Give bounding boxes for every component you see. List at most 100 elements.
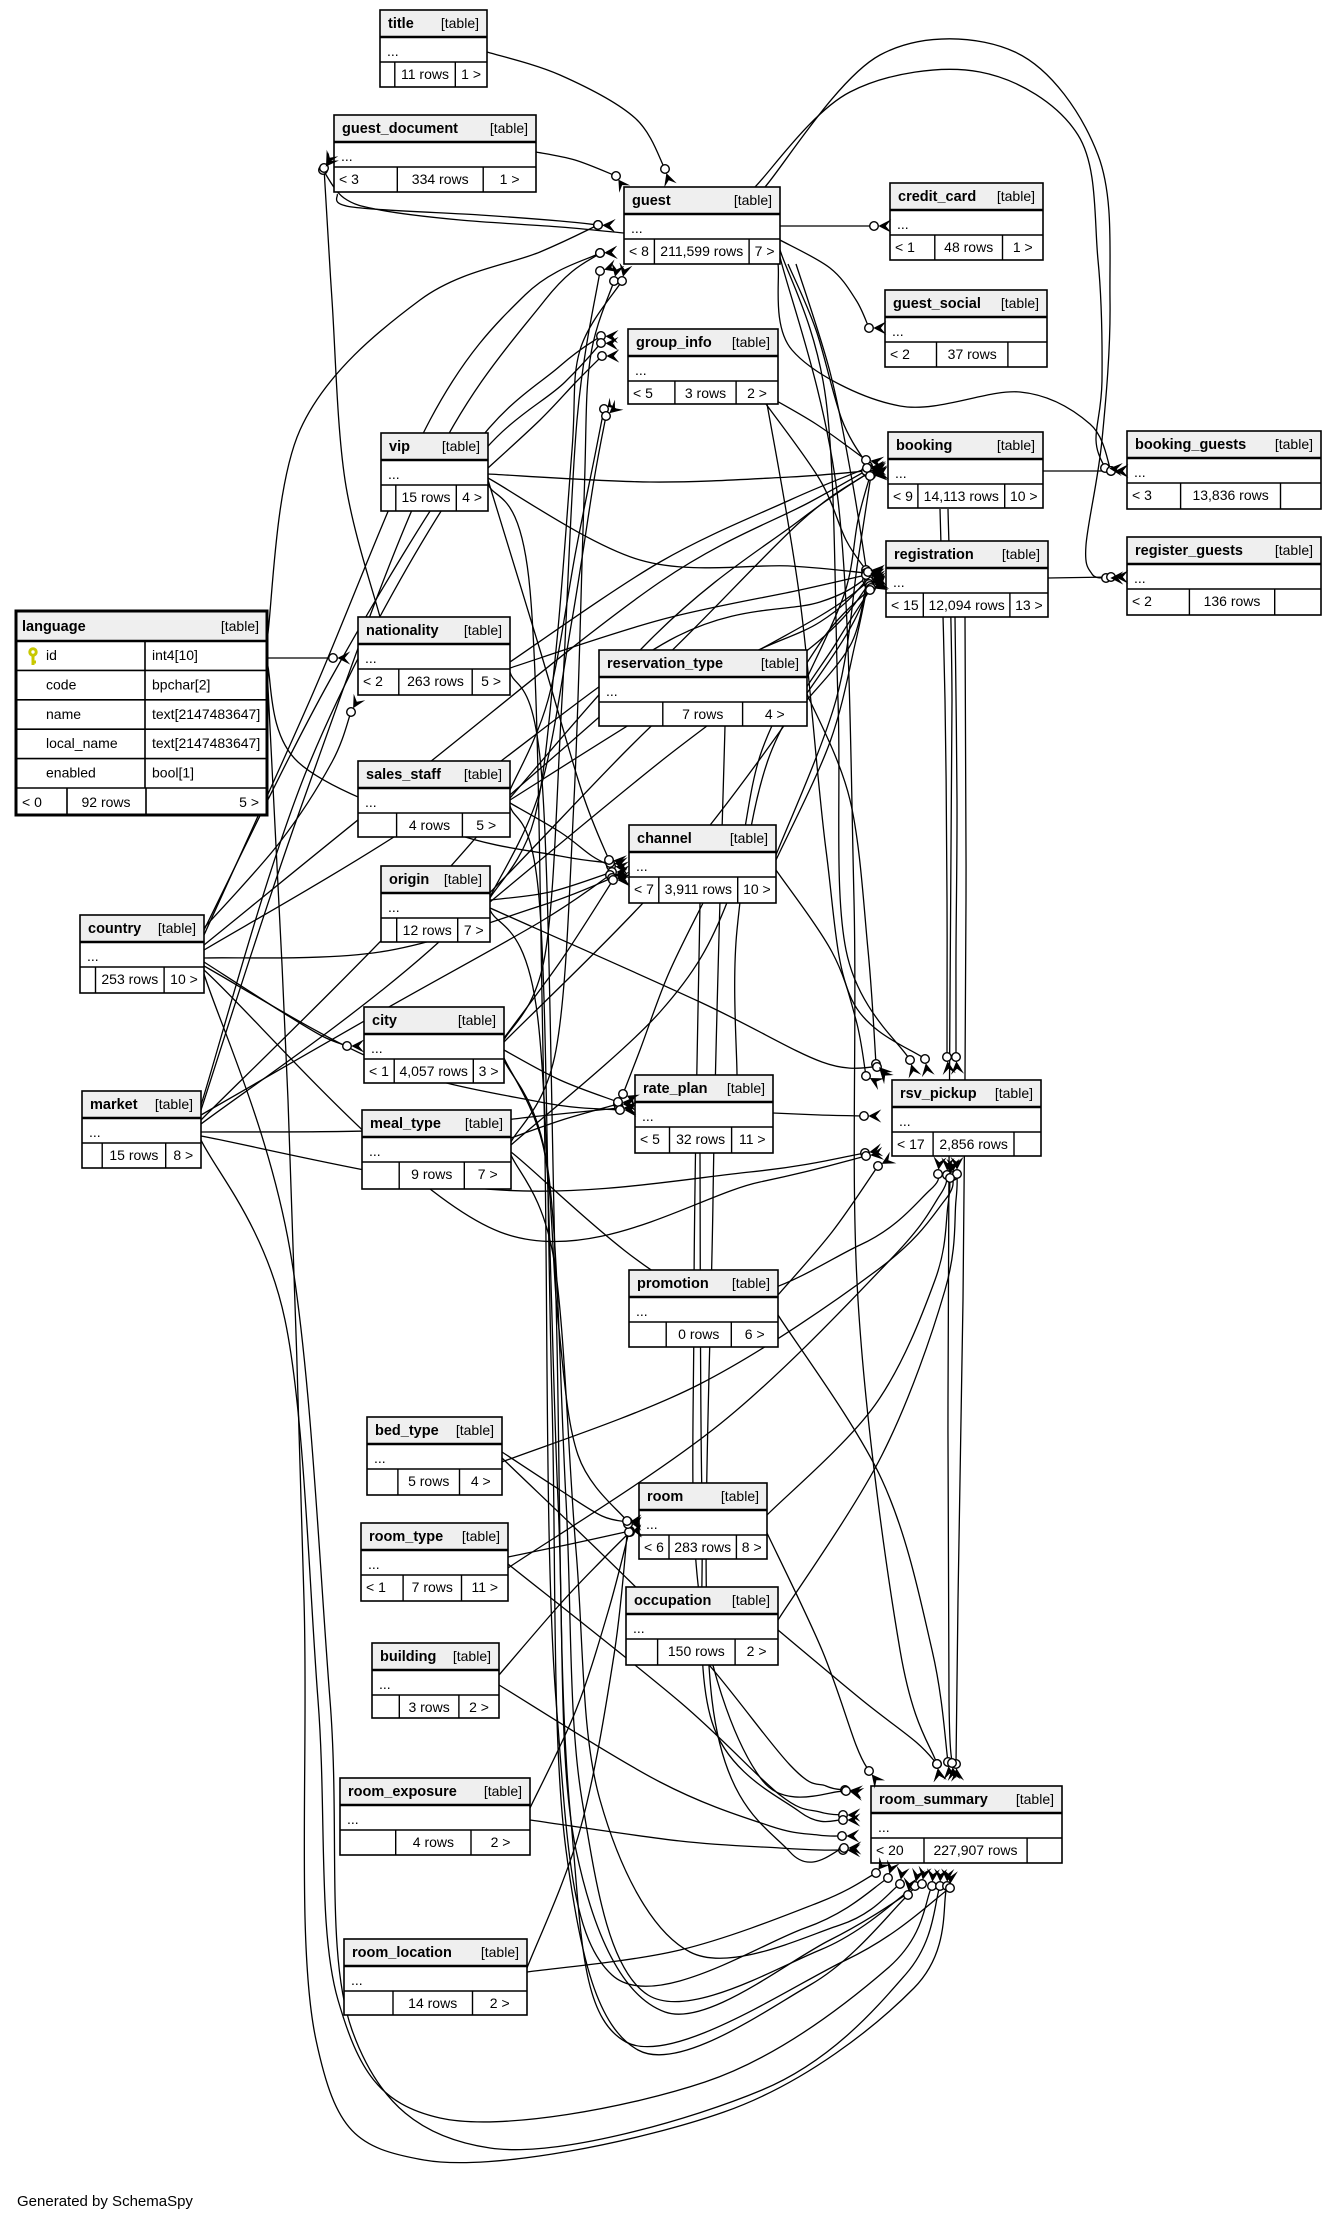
svg-text:12,094 rows: 12,094 rows [928, 597, 1004, 613]
svg-text:...: ... [368, 1556, 380, 1572]
svg-text:...: ... [341, 148, 353, 164]
svg-text:7 rows: 7 rows [412, 1579, 453, 1595]
svg-text:vip: vip [389, 439, 410, 455]
svg-text:[table]: [table] [453, 1648, 491, 1664]
svg-text:283 rows: 283 rows [674, 1539, 731, 1555]
svg-text:< 1: < 1 [366, 1579, 386, 1595]
svg-text:2 >: 2 > [747, 1643, 767, 1659]
svg-text:[table]: [table] [221, 618, 259, 634]
svg-text:guest: guest [632, 193, 671, 209]
svg-text:[table]: [table] [727, 1080, 765, 1096]
svg-text:[table]: [table] [490, 120, 528, 136]
svg-text:37 rows: 37 rows [948, 346, 997, 362]
svg-text:4,057 rows: 4,057 rows [399, 1063, 467, 1079]
svg-text:< 0: < 0 [22, 794, 42, 810]
svg-text:15 rows: 15 rows [109, 1147, 158, 1163]
svg-text:...: ... [87, 948, 99, 964]
svg-text:14 rows: 14 rows [408, 1995, 457, 2011]
svg-text:[table]: [table] [155, 1096, 193, 1112]
svg-text:promotion: promotion [637, 1276, 709, 1292]
svg-text:...: ... [379, 1676, 391, 1692]
svg-text:3 rows: 3 rows [408, 1699, 449, 1715]
svg-text:< 6: < 6 [644, 1539, 664, 1555]
svg-text:< 1: < 1 [369, 1063, 389, 1079]
svg-text:[table]: [table] [997, 188, 1035, 204]
svg-text:room_exposure: room_exposure [348, 1784, 457, 1800]
svg-text:[table]: [table] [158, 920, 196, 936]
svg-text:credit_card: credit_card [898, 189, 976, 205]
svg-text:nationality: nationality [366, 623, 439, 639]
svg-text:bpchar[2]: bpchar[2] [152, 676, 210, 692]
svg-text:...: ... [899, 1113, 911, 1129]
svg-text:...: ... [646, 1516, 658, 1532]
svg-text:< 2: < 2 [363, 673, 383, 689]
svg-text:15 rows: 15 rows [401, 489, 450, 505]
svg-text:guest_social: guest_social [893, 296, 981, 312]
svg-text:market: market [90, 1097, 138, 1113]
svg-text:< 20: < 20 [876, 1842, 904, 1858]
svg-text:title: title [388, 16, 414, 32]
svg-text:10 >: 10 > [743, 881, 771, 897]
svg-text:origin: origin [389, 872, 429, 888]
svg-text:< 15: < 15 [891, 597, 919, 613]
svg-text:7 >: 7 > [755, 243, 775, 259]
svg-text:rsv_pickup: rsv_pickup [900, 1086, 977, 1102]
svg-text:...: ... [374, 1450, 386, 1466]
svg-text:2,856 rows: 2,856 rows [939, 1136, 1007, 1152]
svg-text:...: ... [635, 362, 647, 378]
svg-text:< 9: < 9 [893, 488, 913, 504]
svg-text:< 3: < 3 [1132, 487, 1152, 503]
svg-text:[table]: [table] [484, 1783, 522, 1799]
svg-text:8 >: 8 > [173, 1147, 193, 1163]
svg-text:5 rows: 5 rows [408, 1473, 449, 1489]
svg-text:...: ... [89, 1124, 101, 1140]
svg-text:[table]: [table] [1016, 1791, 1054, 1807]
svg-text:Generated by SchemaSpy: Generated by SchemaSpy [17, 2193, 193, 2210]
svg-text:10 >: 10 > [1010, 488, 1038, 504]
svg-text:...: ... [388, 466, 400, 482]
svg-text:[table]: [table] [997, 437, 1035, 453]
svg-text:[table]: [table] [1002, 546, 1040, 562]
svg-text:[table]: [table] [732, 1592, 770, 1608]
svg-text:[table]: [table] [458, 1012, 496, 1028]
svg-text:4 >: 4 > [462, 489, 482, 505]
svg-text:[table]: [table] [1275, 542, 1313, 558]
svg-text:1 >: 1 > [500, 171, 520, 187]
svg-text:[table]: [table] [441, 15, 479, 31]
svg-text:booking_guests: booking_guests [1135, 437, 1246, 453]
svg-text:int4[10]: int4[10] [152, 647, 198, 663]
svg-text:enabled: enabled [46, 765, 96, 781]
svg-text:12 rows: 12 rows [403, 922, 452, 938]
svg-text:3 >: 3 > [479, 1063, 499, 1079]
svg-text:language: language [22, 619, 86, 635]
svg-text:room_location: room_location [352, 1945, 452, 1961]
svg-text:rate_plan: rate_plan [643, 1081, 707, 1097]
svg-text:registration: registration [894, 547, 974, 563]
svg-text:room_summary: room_summary [879, 1792, 988, 1808]
svg-text:11 >: 11 > [471, 1579, 498, 1595]
svg-text:14,113 rows: 14,113 rows [924, 488, 999, 504]
svg-text:[table]: [table] [442, 438, 480, 454]
svg-text:[table]: [table] [462, 1528, 500, 1544]
svg-text:...: ... [633, 1620, 645, 1636]
svg-text:...: ... [387, 43, 399, 59]
svg-text:[table]: [table] [734, 192, 772, 208]
svg-text:10 >: 10 > [170, 971, 198, 987]
svg-text:[table]: [table] [1275, 436, 1313, 452]
svg-text:booking: booking [896, 438, 952, 454]
svg-text:32 rows: 32 rows [676, 1131, 725, 1147]
svg-text:[table]: [table] [732, 1275, 770, 1291]
svg-text:...: ... [1134, 464, 1146, 480]
svg-text:[table]: [table] [481, 1944, 519, 1960]
svg-text:7 >: 7 > [464, 922, 484, 938]
svg-text:city: city [372, 1013, 397, 1029]
svg-text:5 >: 5 > [476, 817, 496, 833]
svg-text:...: ... [369, 1143, 381, 1159]
svg-text:[table]: [table] [444, 871, 482, 887]
svg-text:...: ... [371, 1040, 383, 1056]
svg-text:meal_type: meal_type [370, 1116, 441, 1132]
svg-text:92 rows: 92 rows [81, 794, 130, 810]
svg-text:building: building [380, 1649, 436, 1665]
svg-text:5 >: 5 > [239, 794, 259, 810]
svg-text:...: ... [606, 683, 618, 699]
